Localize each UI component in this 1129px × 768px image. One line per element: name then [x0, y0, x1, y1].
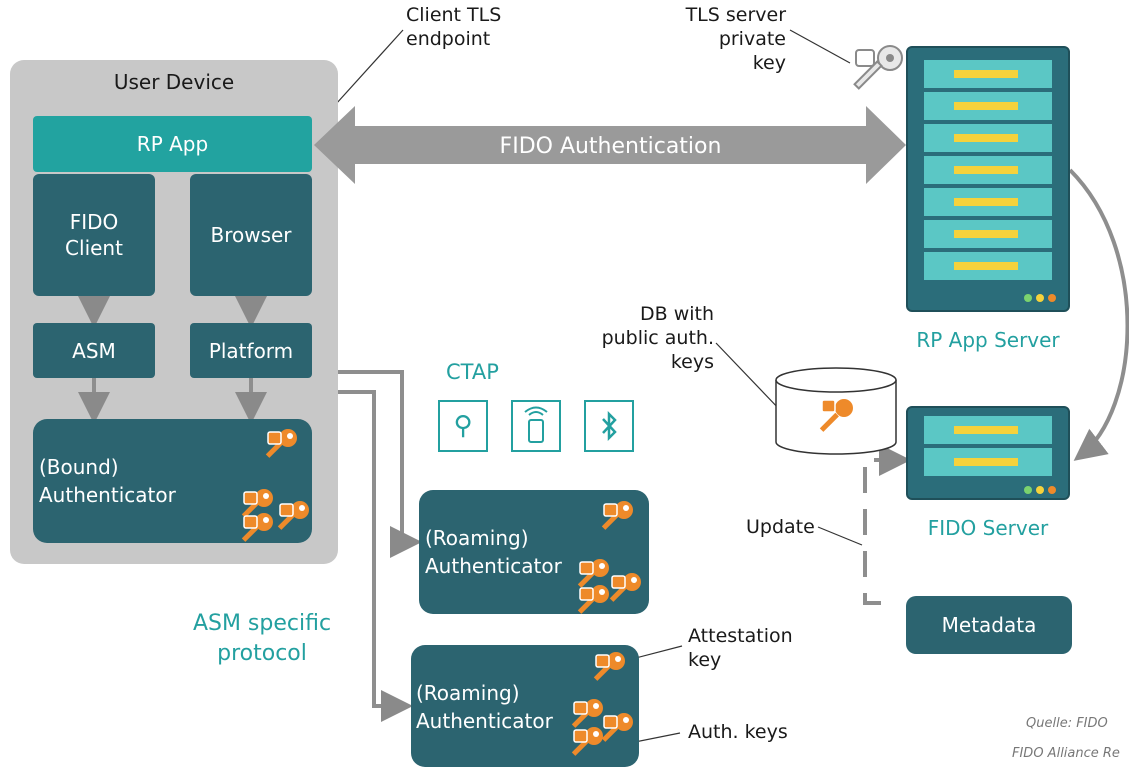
lock-icon [611, 575, 626, 589]
lock-icon [603, 503, 618, 517]
key-icon [571, 727, 603, 756]
roaming1-line1: (Roaming) [425, 526, 529, 550]
lock-icon [855, 49, 875, 67]
key-icon [601, 501, 633, 530]
fido-client-line1: FIDO [69, 210, 119, 234]
bound-auth-line2: Authenticator [39, 483, 176, 507]
key-icon [265, 429, 297, 458]
roaming2-line1: (Roaming) [416, 681, 520, 705]
key-icon [593, 652, 625, 681]
nfc-phone-icon [511, 400, 561, 452]
lock-icon [595, 654, 610, 668]
key-icon [241, 513, 273, 542]
db-callout-line [715, 342, 783, 413]
key-icon [601, 713, 633, 742]
rp-app-box[interactable]: RP App [33, 116, 312, 172]
source-line-2: FIDO Alliance Re [1012, 746, 1120, 761]
database-icon [775, 367, 897, 455]
roaming2-line2: Authenticator [416, 709, 553, 733]
bound-auth-line1: (Bound) [39, 455, 119, 479]
tls-key-callout-line [789, 29, 851, 64]
fido-server-label: FIDO Server [927, 516, 1049, 540]
user-device-title: User Device [113, 70, 235, 94]
ctap-label: CTAP [446, 360, 499, 384]
usb-icon: ⚲ [438, 400, 488, 452]
lock-icon [243, 515, 258, 529]
fido-client-box[interactable]: FIDO Client [33, 174, 155, 296]
lock-icon [267, 431, 282, 445]
lock-icon [579, 587, 594, 601]
update-label: Update [746, 516, 815, 538]
bluetooth-icon [584, 400, 634, 452]
key-icon [277, 501, 309, 530]
db-key-icon [819, 399, 853, 432]
lock-icon [603, 715, 618, 729]
key-icon [241, 489, 273, 518]
lock-icon [573, 729, 588, 743]
asm-box[interactable]: ASM [33, 323, 155, 378]
tls-key-icon [853, 45, 903, 90]
browser-box[interactable]: Browser [190, 174, 312, 296]
lock-icon [279, 503, 294, 517]
lock-icon [243, 491, 258, 505]
update-callout-line [817, 526, 863, 546]
platform-box[interactable]: Platform [190, 323, 312, 378]
auth-keys-label: Auth. keys [688, 721, 788, 743]
metadata-box[interactable]: Metadata [906, 596, 1072, 654]
key-icon [577, 585, 609, 614]
server-link-curve [1068, 168, 1129, 461]
lock-icon [579, 561, 594, 575]
source-line-1: Quelle: FIDO [1026, 716, 1108, 731]
phone-glyph [524, 406, 548, 443]
key-icon [577, 559, 609, 588]
rp-server-slots [924, 60, 1056, 302]
lock-icon [573, 701, 588, 715]
roaming1-line2: Authenticator [425, 554, 562, 578]
rp-app-server-label: RP App Server [916, 328, 1060, 352]
fido-server-slots [924, 416, 1056, 494]
fido-auth-label: FIDO Authentication [499, 133, 722, 159]
platform-to-roaming1-line [313, 370, 422, 558]
key-icon [609, 573, 641, 602]
client-tls-callout-line [335, 29, 404, 105]
key-icon [571, 699, 603, 728]
fido-client-line2: Client [65, 236, 123, 260]
